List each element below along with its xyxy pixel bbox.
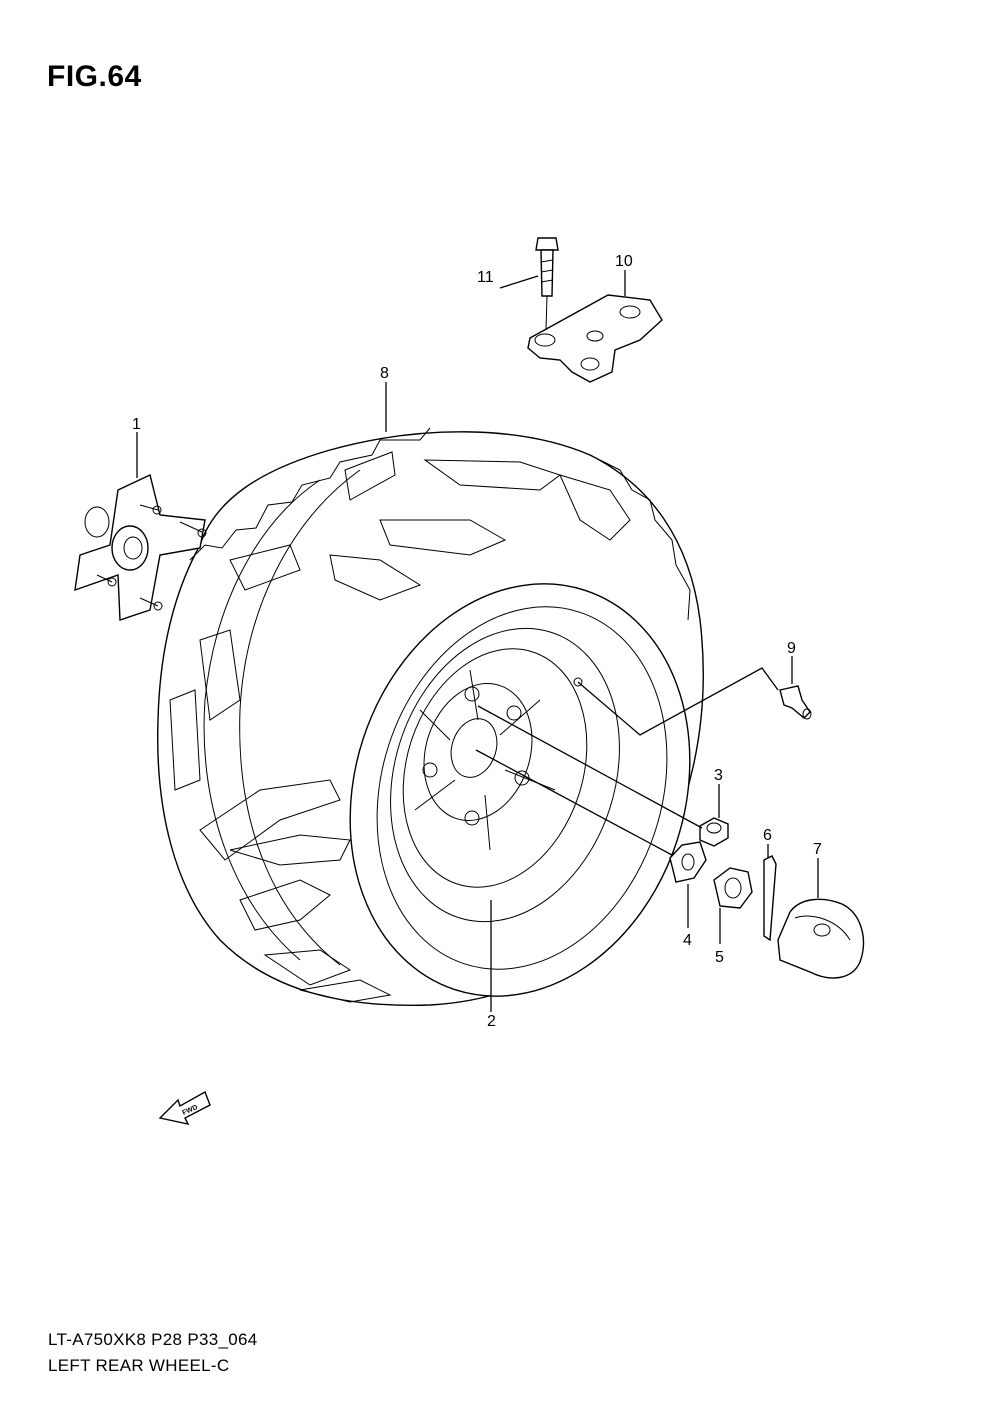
wheel-rim-drawing — [349, 583, 691, 997]
wheel-hub-drawing — [74, 474, 207, 621]
callout-10: 10 — [615, 253, 633, 270]
callout-2: 2 — [487, 1013, 496, 1030]
section-name: LEFT REAR WHEEL-C — [48, 1356, 230, 1375]
hub-cap-drawing — [777, 898, 865, 979]
callout-5: 5 — [715, 949, 724, 966]
callout-3: 3 — [714, 767, 723, 784]
callout-4: 4 — [683, 932, 692, 949]
bolt-drawing — [535, 237, 559, 331]
figure-title: FIG.64 — [47, 60, 142, 93]
callout-labels: 1 2 3 4 5 6 7 8 9 10 11 — [132, 253, 822, 1030]
lock-washer-drawing — [669, 841, 707, 883]
wheel-nut-drawing — [699, 817, 729, 847]
callout-6: 6 — [763, 827, 772, 844]
model-code: LT-A750XK8 P28 P33_064 — [48, 1330, 258, 1349]
mounting-bracket-drawing — [527, 294, 663, 383]
callout-7: 7 — [813, 841, 822, 858]
callout-11: 11 — [477, 269, 494, 286]
cotter-pin-drawing — [763, 855, 777, 942]
leader-lines — [136, 270, 819, 1012]
fwd-arrow-icon: FWD — [158, 1090, 211, 1125]
callout-9: 9 — [787, 640, 796, 657]
callout-1: 1 — [132, 416, 141, 433]
castle-nut-drawing — [713, 867, 753, 909]
callout-8: 8 — [380, 365, 389, 382]
air-valve-drawing — [779, 685, 812, 720]
